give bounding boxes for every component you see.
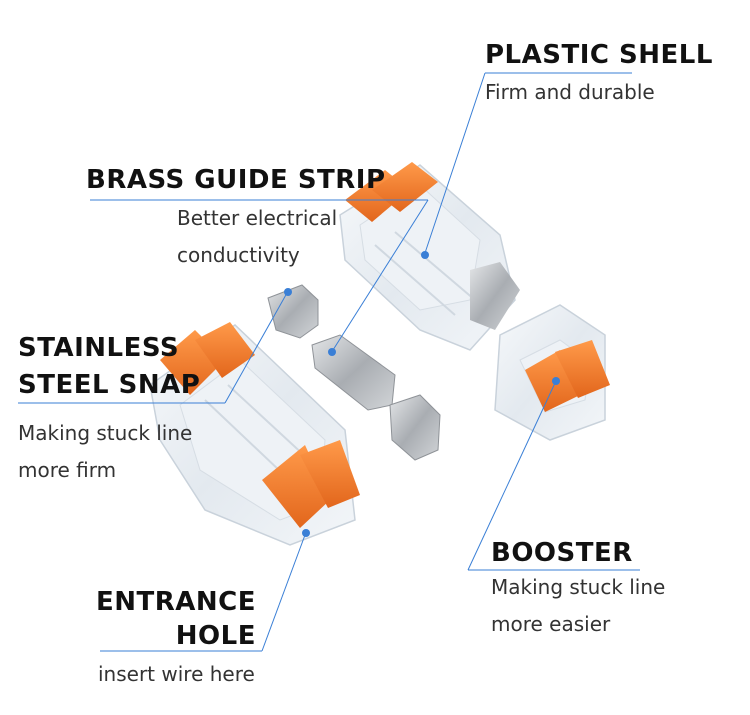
bottom-lever-front-right [300, 440, 360, 508]
entrance-title-line2: HOLE [175, 621, 256, 651]
brass-strip-title: BRASS GUIDE STRIP [86, 165, 386, 195]
entrance-desc: insert wire here [98, 662, 255, 686]
snap-title-line1: STAINLESS [18, 333, 180, 363]
brass-strip-desc-line2: conductivity [177, 243, 300, 267]
leader-lines [18, 72, 640, 652]
booster-desc-line2: more easier [491, 612, 611, 636]
plastic-shell-leader [424, 72, 486, 254]
snap-title-line2: STEEL SNAP [18, 370, 201, 400]
booster-metal-part [389, 394, 441, 461]
snap-leader [224, 292, 288, 404]
bottom-connector [149, 322, 360, 546]
plastic-shell-dot [421, 251, 429, 259]
stainless-snap-part [267, 284, 319, 339]
booster-leader [467, 382, 556, 571]
plastic-shell-desc: Firm and durable [485, 80, 655, 104]
bottom-lever-back-right [195, 322, 255, 378]
booster-title: BOOSTER [491, 538, 633, 568]
snap-desc-line2: more firm [18, 458, 117, 482]
brass-strip-part [311, 334, 396, 411]
booster-lever-right [555, 340, 610, 398]
booster-dot [552, 377, 560, 385]
brass-strip-desc-line1: Better electrical [177, 206, 338, 230]
leader-dots [284, 251, 560, 537]
snap-dot [284, 288, 292, 296]
brass-strip-dot [328, 348, 336, 356]
booster-desc-line1: Making stuck line [491, 575, 666, 599]
entrance-leader [261, 534, 306, 652]
brass-strip-leader [332, 199, 429, 351]
plastic-shell-title: PLASTIC SHELL [485, 40, 713, 70]
booster-connector [494, 304, 610, 441]
snap-desc-line1: Making stuck line [18, 421, 193, 445]
entrance-title-line1: ENTRANCE [96, 587, 256, 617]
entrance-dot [302, 529, 310, 537]
